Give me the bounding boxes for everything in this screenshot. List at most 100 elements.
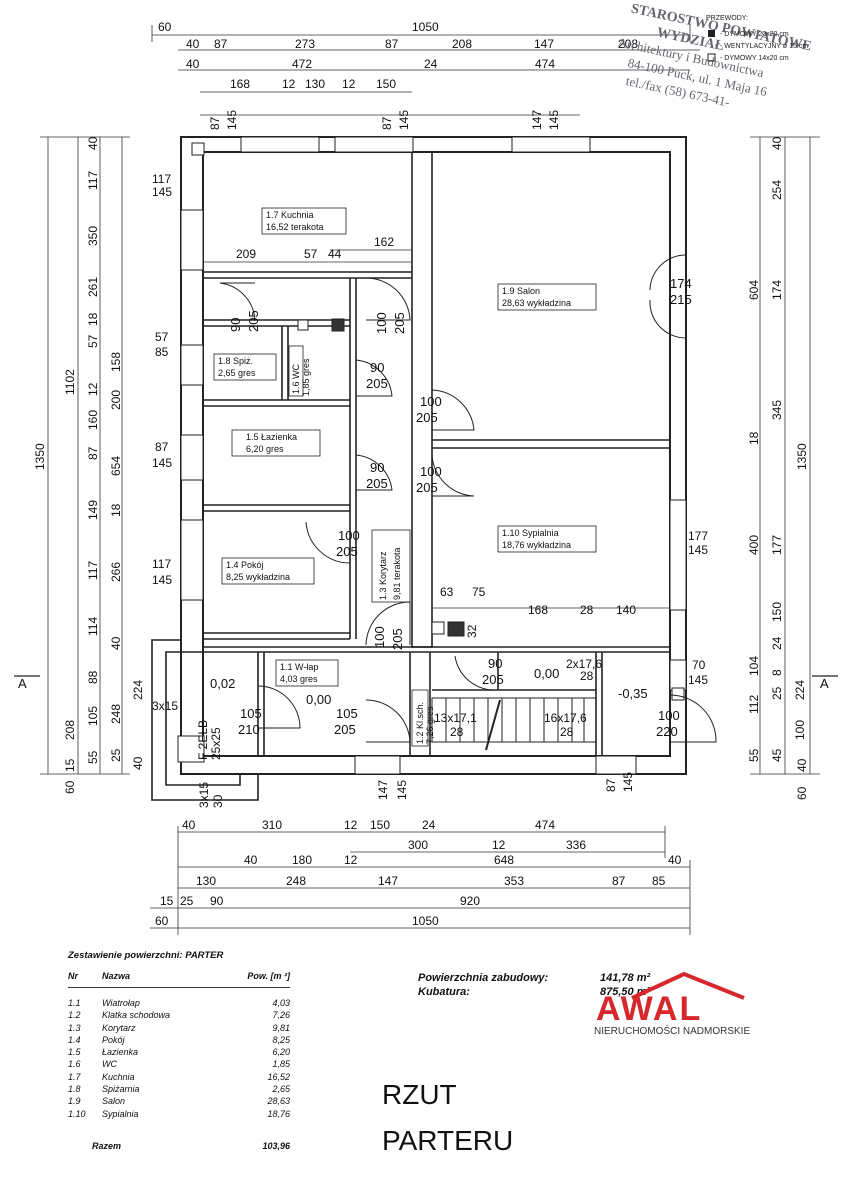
svg-text:117: 117 (152, 557, 171, 571)
door-swings (219, 254, 717, 743)
area-table: Zestawienie powierzchni: PARTER Nr Nazwa… (68, 950, 290, 1151)
interior-dim-labels: 209 57 44 162 63 75 168 28 140 32 13x17,… (236, 235, 636, 739)
svg-text:- WENTYLACYJNY ø 15 cm: - WENTYLACYJNY ø 15 cm (720, 43, 808, 50)
svg-text:12: 12 (282, 77, 296, 91)
svg-text:145: 145 (688, 673, 708, 687)
section-a-right: A (820, 676, 829, 691)
svg-text:149: 149 (86, 500, 100, 520)
svg-text:12: 12 (492, 838, 506, 852)
svg-text:4,03 gres: 4,03 gres (280, 674, 318, 684)
svg-text:205: 205 (366, 476, 388, 491)
svg-text:150: 150 (376, 77, 396, 91)
col-area: Pow. [m ²] (247, 971, 290, 981)
area-table-title: Zestawienie powierzchni: PARTER (68, 950, 224, 961)
svg-text:0,00: 0,00 (306, 692, 331, 707)
svg-text:1.9 Salon: 1.9 Salon (502, 286, 540, 296)
svg-text:220: 220 (656, 724, 678, 739)
svg-text:208: 208 (63, 720, 77, 740)
svg-text:85: 85 (155, 345, 169, 359)
svg-text:40: 40 (668, 853, 682, 867)
svg-text:105: 105 (86, 706, 100, 726)
svg-text:8,25 wykładzina: 8,25 wykładzina (226, 572, 290, 582)
svg-text:1050: 1050 (412, 914, 439, 928)
svg-text:3x15: 3x15 (197, 782, 211, 808)
svg-text:0,00: 0,00 (534, 666, 559, 681)
room-corridor: 1.3 Korytarz 9,81 terakota (371, 529, 411, 603)
svg-text:40: 40 (244, 853, 258, 867)
room-vestibule: 1.1 W-łap 4,03 gres (275, 659, 339, 687)
svg-text:261: 261 (86, 277, 100, 297)
svg-text:254: 254 (770, 180, 784, 200)
svg-text:90: 90 (488, 656, 502, 671)
svg-text:1.8 Spiż.: 1.8 Spiż. (218, 356, 253, 366)
svg-text:105: 105 (336, 706, 358, 721)
svg-text:150: 150 (770, 602, 784, 622)
svg-text:300: 300 (408, 838, 428, 852)
svg-text:7,26 gres: 7,26 gres (425, 706, 435, 744)
svg-text:273: 273 (295, 37, 315, 51)
svg-text:1.10 Sypialnia: 1.10 Sypialnia (502, 528, 559, 538)
svg-text:40: 40 (109, 636, 123, 650)
svg-text:13x17,1: 13x17,1 (434, 711, 477, 725)
area-table-header: Nr Nazwa Pow. [m ²] (68, 971, 290, 988)
svg-text:12: 12 (342, 77, 356, 91)
svg-text:336: 336 (566, 838, 586, 852)
svg-text:12: 12 (86, 382, 100, 396)
svg-text:158: 158 (109, 352, 123, 372)
svg-text:63: 63 (440, 585, 454, 599)
svg-text:112: 112 (747, 695, 761, 714)
svg-text:2x17,6: 2x17,6 (566, 657, 602, 671)
svg-text:57: 57 (304, 247, 318, 261)
top-dimensions: 60 1050 40 87 273 87 208 147 208 40 472 … (158, 20, 638, 91)
svg-text:87: 87 (214, 37, 228, 51)
svg-text:60: 60 (158, 20, 172, 34)
total-value: 103,96 (262, 1140, 290, 1151)
svg-text:215: 215 (670, 292, 692, 307)
room-bathroom: 1.5 Łazienka 6,20 gres (231, 429, 321, 457)
windows (180, 136, 687, 775)
svg-text:30: 30 (211, 794, 225, 808)
svg-text:224: 224 (131, 680, 145, 700)
plan-title-line2: PARTERU (382, 1125, 514, 1156)
house-roof-icon (631, 971, 745, 1000)
svg-text:472: 472 (292, 57, 312, 71)
svg-text:90: 90 (370, 460, 384, 475)
svg-text:28,63 wykładzina: 28,63 wykładzina (502, 298, 571, 308)
svg-text:105: 105 (240, 706, 262, 721)
svg-text:100: 100 (420, 394, 442, 409)
svg-text:87: 87 (86, 446, 100, 460)
svg-text:87: 87 (385, 37, 399, 51)
room-staircase: 1.2 Kl.sch. 7,26 gres (411, 689, 435, 747)
logo-name: AWAL (596, 990, 703, 1028)
svg-text:145: 145 (397, 110, 411, 130)
svg-text:174: 174 (670, 276, 692, 291)
svg-text:205: 205 (336, 544, 358, 559)
svg-text:208: 208 (452, 37, 472, 51)
left-dimensions: 1350 1102 208 40 117 350 261 18 57 12 16… (33, 136, 145, 794)
svg-text:104: 104 (747, 656, 761, 676)
svg-text:400: 400 (747, 535, 761, 555)
staircase (431, 697, 597, 751)
built-area-value: 141,78 m² (600, 972, 651, 984)
svg-text:162: 162 (374, 235, 394, 249)
svg-text:40: 40 (795, 758, 809, 772)
svg-text:40: 40 (770, 136, 784, 150)
svg-text:90: 90 (370, 360, 384, 375)
svg-text:88: 88 (86, 670, 100, 684)
room-labels: 1.7 Kuchnia 16,52 terakota 1.9 Salon 28,… (213, 207, 597, 747)
svg-text:18: 18 (747, 431, 761, 445)
svg-text:60: 60 (63, 780, 77, 794)
section-a-left: A (18, 676, 27, 691)
vestibule-extension (151, 639, 259, 801)
svg-text:24: 24 (422, 818, 436, 832)
svg-text:- DYMOWY 14x20 cm: - DYMOWY 14x20 cm (720, 55, 789, 62)
svg-text:0,02: 0,02 (210, 676, 235, 691)
col-nr: Nr (68, 971, 79, 981)
svg-text:28: 28 (580, 669, 594, 683)
svg-text:147: 147 (530, 110, 544, 130)
svg-text:1.4 Pokój: 1.4 Pokój (226, 560, 264, 570)
svg-text:1102: 1102 (63, 369, 77, 395)
svg-text:1.3 Korytarz: 1.3 Korytarz (378, 551, 388, 600)
